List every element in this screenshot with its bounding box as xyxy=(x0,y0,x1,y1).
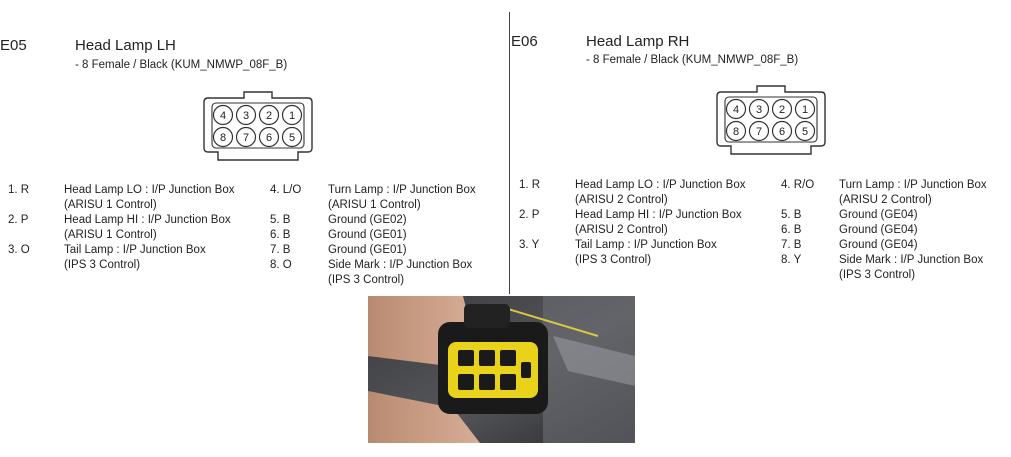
pin-description: Turn Lamp : I/P Junction Box(ARISU 1 Con… xyxy=(328,184,476,211)
pin-number: 3. Y xyxy=(519,239,540,251)
pin-description: Head Lamp HI : I/P Junction Box(ARISU 1 … xyxy=(64,214,231,241)
pin-cavity xyxy=(235,126,257,148)
connector-code: E05 xyxy=(0,37,27,54)
pin-cavity xyxy=(725,120,747,142)
pin-number: 2 xyxy=(779,104,785,116)
pin-cavity xyxy=(771,120,793,142)
pin-cavity xyxy=(748,120,770,142)
pin-cavity xyxy=(281,104,303,126)
pin-number: 7 xyxy=(756,126,762,138)
pin-cavity xyxy=(281,126,303,148)
pin-number: 1 xyxy=(289,110,295,122)
pin-description: Head Lamp HI : I/P Junction Box(ARISU 2 … xyxy=(575,209,742,236)
pin-number: 8. Y xyxy=(781,254,802,266)
pin-cavity xyxy=(212,126,234,148)
pin-number: 6 xyxy=(779,126,785,138)
pin-cavity xyxy=(794,98,816,120)
pin-number: 7. B xyxy=(781,239,802,251)
pin-cavity xyxy=(258,104,280,126)
pin-cavity xyxy=(771,98,793,120)
connector-photo xyxy=(368,296,635,443)
pin-cavity xyxy=(235,104,257,126)
pin-number: 8 xyxy=(220,132,226,144)
pin-number: 5. B xyxy=(270,214,291,226)
pin-number: 4 xyxy=(733,104,739,116)
connector-code: E06 xyxy=(511,33,538,50)
pin-number: 5 xyxy=(802,126,808,138)
pin-description: Side Mark : I/P Junction Box(IPS 3 Contr… xyxy=(328,259,473,286)
pin-cavity xyxy=(212,104,234,126)
connector-diagram: 4 3 2 1 8 7 6 5 xyxy=(203,91,313,161)
pin-number: 3. O xyxy=(8,244,30,256)
pin-number: 6. B xyxy=(270,229,291,241)
panel-divider xyxy=(509,12,510,294)
pin-number: 2. P xyxy=(8,214,29,226)
pin-description: Tail Lamp : I/P Junction Box(IPS 3 Contr… xyxy=(575,239,717,266)
connector-title: Head Lamp LH xyxy=(75,37,176,54)
pin-cavity xyxy=(794,120,816,142)
pin-number: 4. L/O xyxy=(270,184,302,196)
connector-title: Head Lamp RH xyxy=(586,33,690,50)
pin-cavity xyxy=(725,98,747,120)
pin-table: 1. R Head Lamp LO : I/P Junction Box(ARIS… xyxy=(8,183,508,293)
pin-number: 4. R/O xyxy=(781,179,815,191)
pin-number: 1 xyxy=(802,104,808,116)
pin-description: Side Mark : I/P Junction Box(IPS 3 Contr… xyxy=(839,254,984,281)
connector-face xyxy=(211,102,305,149)
connector-panel-e06: E06 Head Lamp RH - 8 Female / Black (KUM… xyxy=(511,0,1011,300)
pin-number: 1. R xyxy=(8,184,30,196)
pin-description: Head Lamp LO : I/P Junction Box(ARISU 2 … xyxy=(575,179,746,206)
pin-number: 5. B xyxy=(781,209,802,221)
pin-description: Ground (GE04) xyxy=(839,209,918,221)
connector-housing xyxy=(203,91,313,161)
connector-subtitle: - 8 Female / Black (KUM_NMWP_08F_B) xyxy=(586,54,799,66)
pin-number: 8. O xyxy=(270,259,292,271)
pin-description: Head Lamp LO : I/P Junction Box(ARISU 1 … xyxy=(64,184,235,211)
pin-table: 1. R Head Lamp LO : I/P Junction Box(ARIS… xyxy=(519,178,1009,288)
connector-face xyxy=(724,96,818,143)
connector-diagram: 4 3 2 1 8 7 6 5 xyxy=(716,85,826,155)
pin-number: 4 xyxy=(220,110,226,122)
pin-description: Ground (GE04) xyxy=(839,224,918,236)
connector-panel-e05: E05 Head Lamp LH - 8 Female / Black (KUM… xyxy=(0,0,510,300)
pin-number: 6 xyxy=(266,132,272,144)
pin-description: Tail Lamp : I/P Junction Box(IPS 3 Contr… xyxy=(64,244,206,271)
pin-number: 2 xyxy=(266,110,272,122)
pin-number: 5 xyxy=(289,132,295,144)
pin-description: Turn Lamp : I/P Junction Box(ARISU 2 Con… xyxy=(839,179,987,206)
pin-number: 2. P xyxy=(519,209,540,221)
pin-description: Ground (GE01) xyxy=(328,229,407,241)
pin-number: 8 xyxy=(733,126,739,138)
pin-number: 7. B xyxy=(270,244,291,256)
pin-description: Ground (GE04) xyxy=(839,239,918,251)
pin-cavity xyxy=(258,126,280,148)
pin-description: Ground (GE01) xyxy=(328,244,407,256)
pin-number: 7 xyxy=(243,132,249,144)
pin-number: 3 xyxy=(756,104,762,116)
connector-subtitle: - 8 Female / Black (KUM_NMWP_08F_B) xyxy=(75,59,288,71)
pin-number: 1. R xyxy=(519,179,541,191)
pin-cavity xyxy=(748,98,770,120)
connector-housing xyxy=(716,85,826,155)
pin-number: 3 xyxy=(243,110,249,122)
pin-number: 6. B xyxy=(781,224,802,236)
pin-description: Ground (GE02) xyxy=(328,214,407,226)
